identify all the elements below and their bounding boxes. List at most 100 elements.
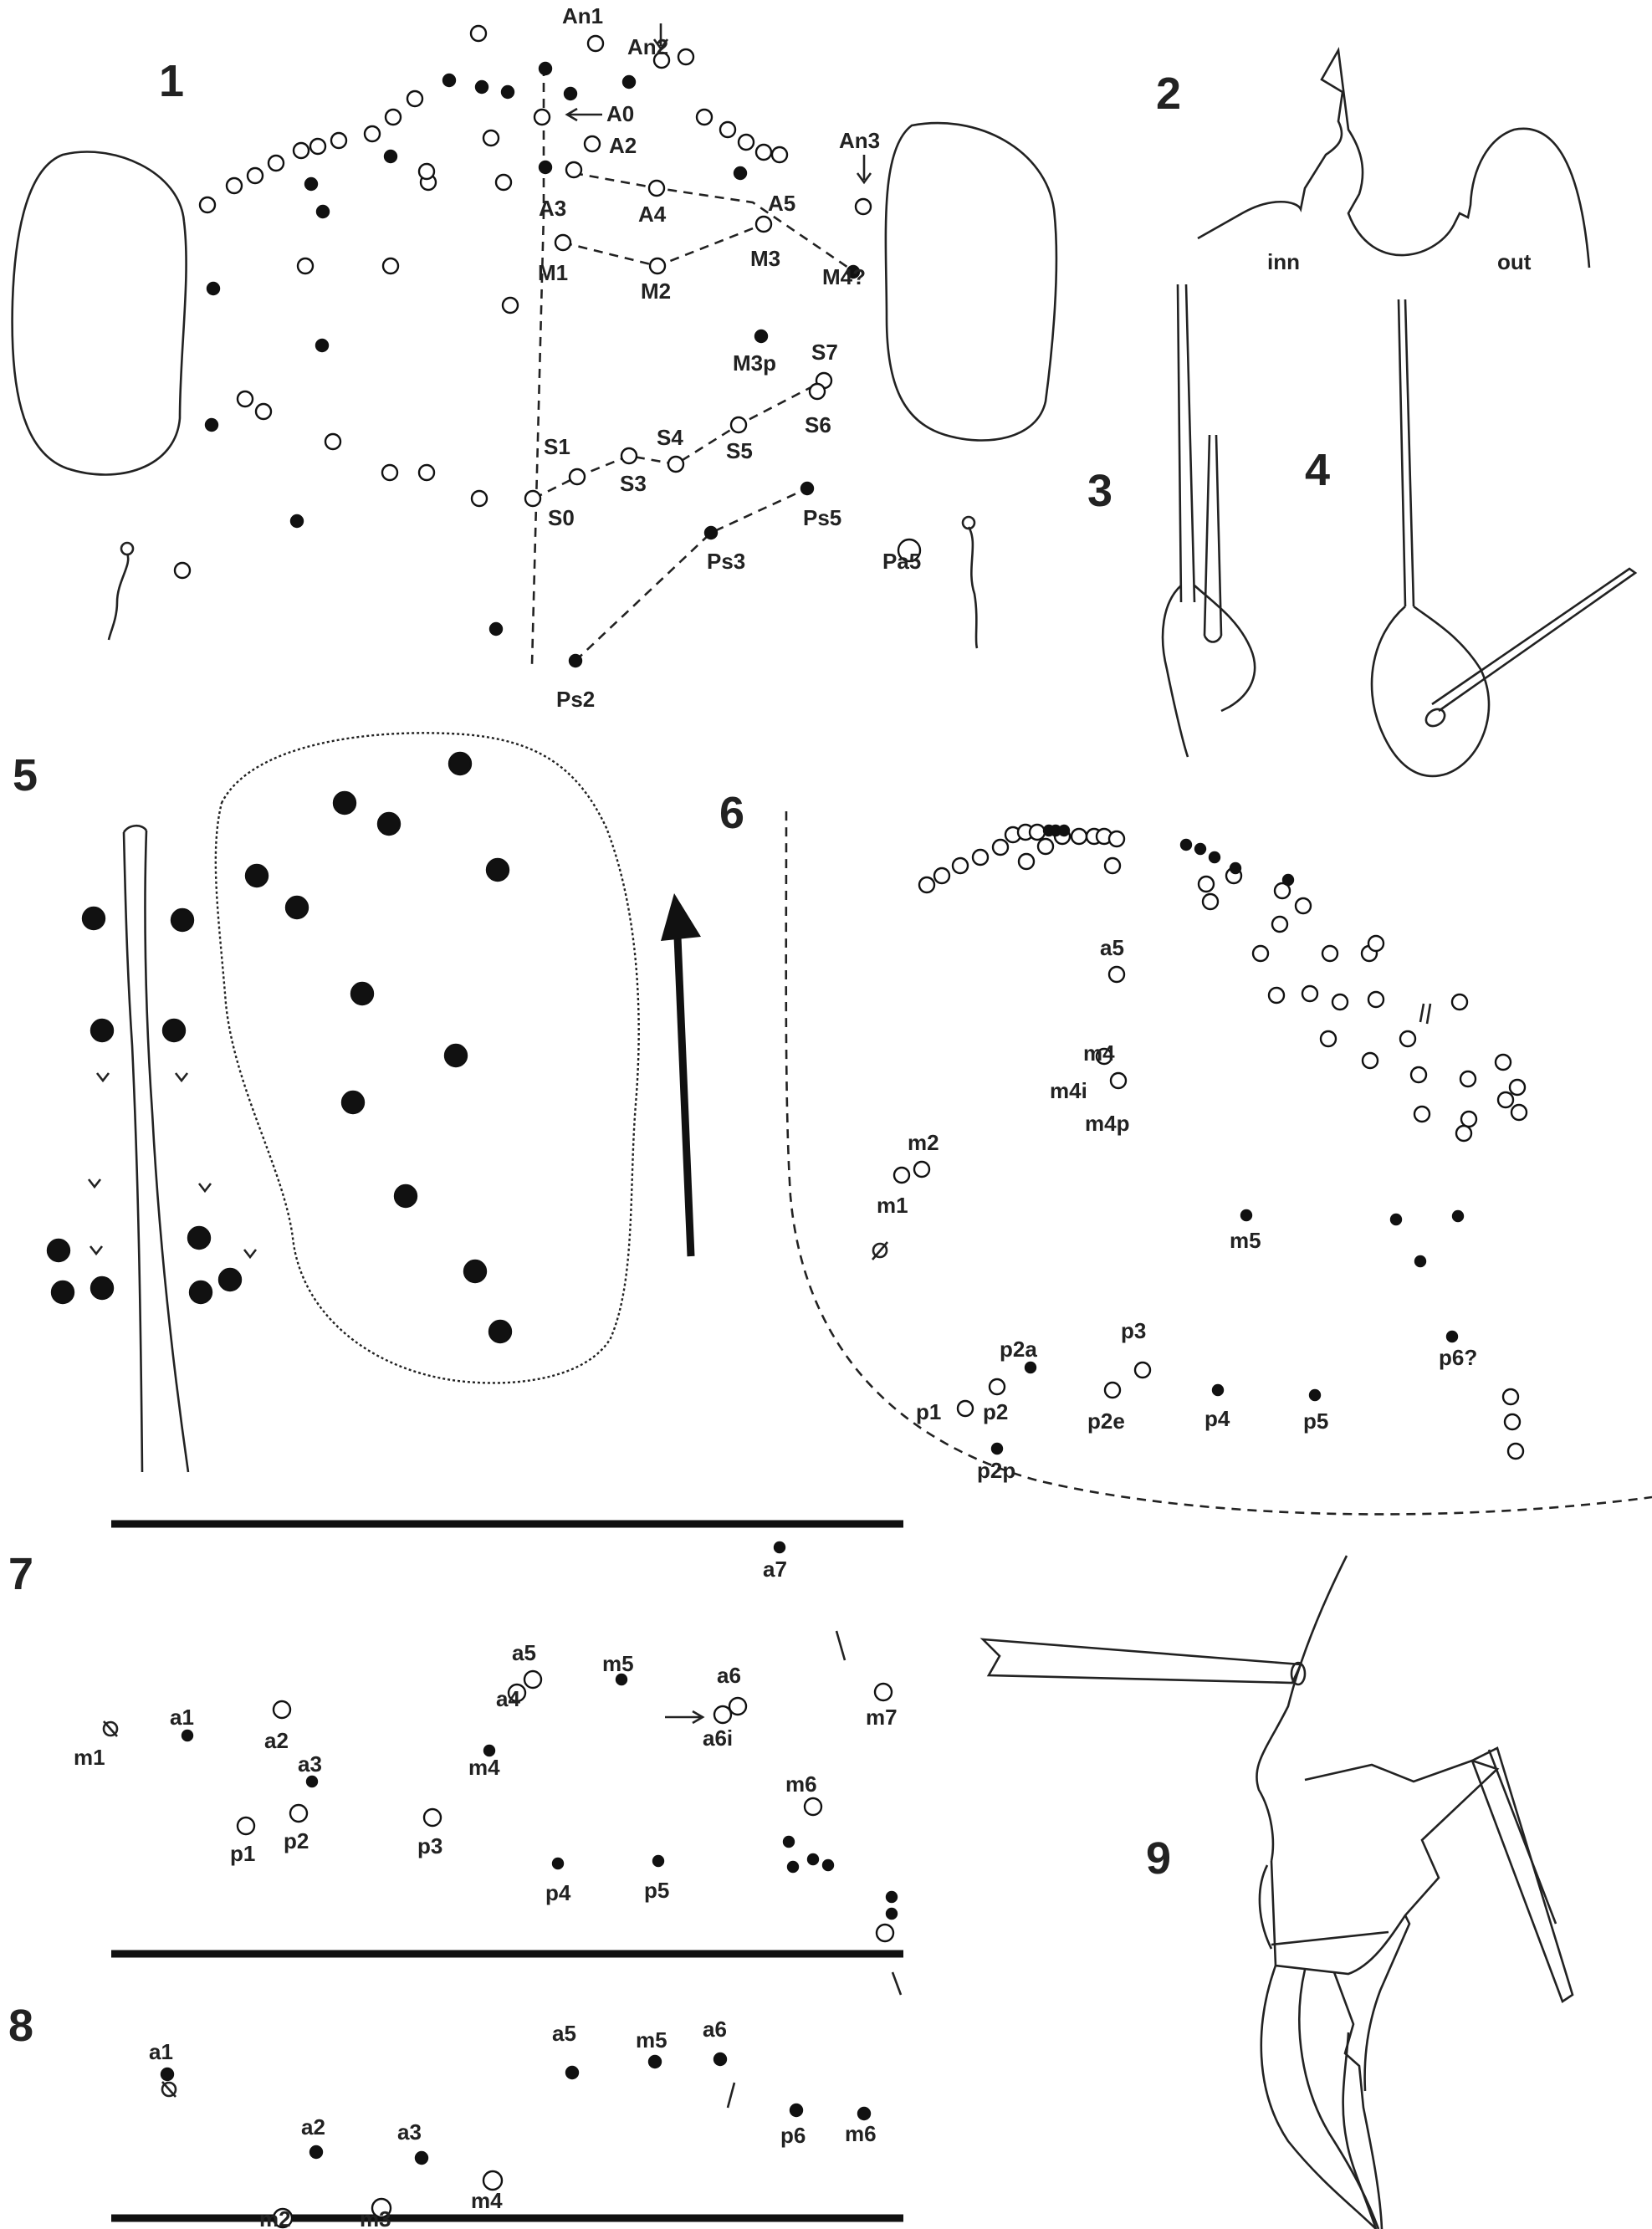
microseta: [677, 48, 695, 66]
macroseta: [315, 204, 330, 219]
seta-label: p6?: [1439, 1345, 1477, 1370]
microseta: [803, 1797, 823, 1817]
microseta: [289, 1803, 309, 1823]
seta-label: m3: [360, 2206, 391, 2229]
macroseta: [821, 1858, 835, 1872]
microseta: [652, 51, 671, 69]
label-inner: inn: [1267, 249, 1300, 274]
macroseta: [485, 857, 510, 882]
microseta: [363, 125, 381, 143]
seta-label: M1: [538, 260, 568, 285]
microseta: [583, 135, 601, 153]
microseta: [292, 141, 310, 160]
microseta: [933, 867, 951, 885]
microseta: [1503, 1413, 1522, 1431]
microseta: [309, 137, 327, 156]
seta-label: S3: [620, 471, 647, 496]
microseta: [737, 133, 755, 151]
panel-number-8: 8: [8, 2001, 33, 2051]
macroseta: [990, 1442, 1004, 1455]
panel-number-9: 9: [1146, 1833, 1171, 1884]
seta-label: a3: [298, 1751, 322, 1777]
panel-number-3: 3: [1087, 466, 1112, 516]
microseta: [494, 173, 513, 192]
panel-numbers: 1 2 3 4 5 6 7 8 9: [8, 56, 1330, 2051]
microseta: [770, 146, 789, 164]
macroseta: [846, 264, 861, 279]
panel-2-tips: inn out: [1197, 46, 1591, 274]
macroseta: [652, 1854, 665, 1868]
microseta: [586, 34, 605, 53]
microseta: [1510, 1103, 1528, 1122]
macroseta: [568, 653, 583, 668]
macroseta: [206, 281, 221, 296]
seta-label: p3: [417, 1833, 442, 1858]
microseta: [406, 89, 424, 108]
microseta: [1103, 856, 1122, 875]
microseta: [1399, 1030, 1417, 1048]
microseta: [1017, 852, 1036, 871]
seta-label: a6i: [703, 1725, 733, 1751]
macroseta: [713, 2052, 728, 2067]
microseta: [1450, 993, 1469, 1011]
microseta: [648, 257, 667, 275]
seta-label: m6: [845, 2121, 877, 2146]
seta-label: p2p: [977, 1458, 1015, 1483]
macroseta: [500, 84, 515, 100]
seta-label: M3p: [733, 350, 776, 376]
microseta: [173, 561, 192, 580]
direction-arrow: [673, 936, 695, 1257]
seta-label: a5: [552, 2021, 576, 2046]
seta-label: Ps5: [803, 505, 841, 530]
macroseta: [443, 1043, 468, 1068]
microseta: [533, 108, 551, 126]
seta-label: p2: [983, 1399, 1008, 1424]
seta-label: Ps2: [556, 687, 595, 712]
macroseta: [187, 1225, 212, 1250]
microseta: [1409, 1066, 1428, 1084]
seta-label: p3: [1121, 1318, 1146, 1343]
dashed-setae-field: [214, 732, 640, 1384]
left-eye-patch: [11, 151, 187, 476]
panel-7-setae: [181, 1541, 898, 1943]
macroseta: [160, 2067, 175, 2082]
panel-8-setae: [160, 2052, 872, 2229]
macroseta: [773, 1541, 786, 1554]
seta-label: a6: [717, 1663, 741, 1688]
panel-number-7: 7: [8, 1549, 33, 1599]
macroseta: [551, 1857, 565, 1870]
microseta: [728, 1696, 748, 1716]
tergite-outline: [785, 810, 1652, 1516]
label-outer: out: [1497, 249, 1532, 274]
macroseta: [1211, 1383, 1225, 1397]
microseta: [254, 402, 273, 421]
microseta: [267, 154, 285, 172]
macroseta: [304, 176, 319, 192]
seta-label: m5: [1230, 1228, 1261, 1253]
microseta: [1070, 827, 1088, 846]
microseta: [422, 1807, 442, 1828]
macroseta: [414, 2150, 429, 2165]
seta-label: p4: [545, 1880, 571, 1905]
macroseta: [46, 1238, 71, 1263]
right-antenna-socket: [961, 515, 976, 530]
microseta: [951, 856, 969, 875]
seta-label: p2e: [1087, 1408, 1125, 1434]
seta-label: a5: [512, 1640, 536, 1665]
microseta: [236, 390, 254, 408]
macroseta: [309, 2145, 324, 2160]
panel-number-5: 5: [13, 750, 38, 800]
macroseta: [332, 790, 357, 815]
microseta: [956, 1399, 974, 1418]
macroseta: [1194, 842, 1207, 856]
microseta: [1460, 1110, 1478, 1128]
macroseta: [170, 907, 195, 933]
microseta: [1095, 1047, 1113, 1066]
macroseta: [1445, 1330, 1459, 1343]
microseta: [854, 197, 872, 216]
microseta: [1267, 986, 1286, 1005]
macroseta: [474, 79, 489, 95]
